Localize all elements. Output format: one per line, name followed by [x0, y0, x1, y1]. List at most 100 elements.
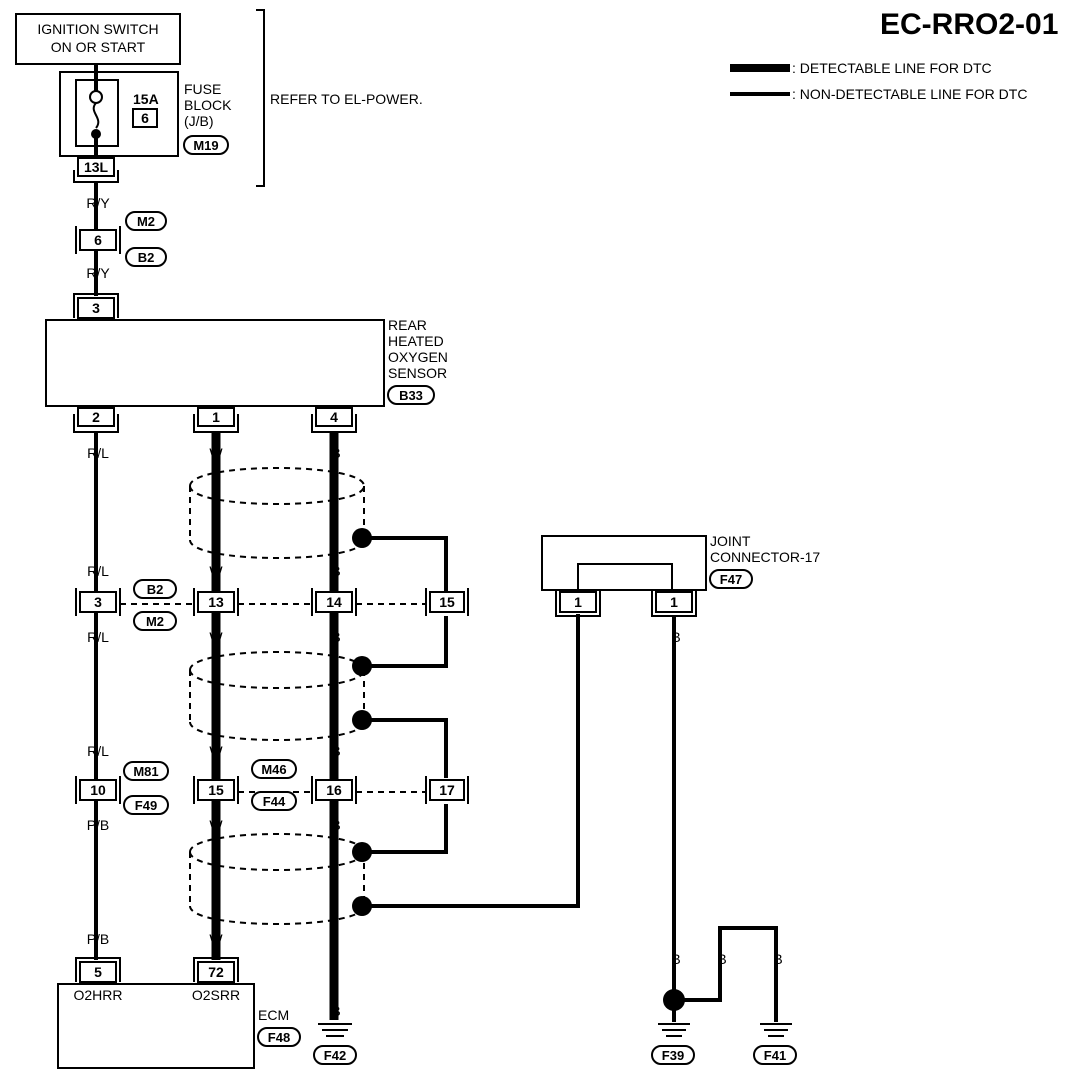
- joint-pin-b: 1: [670, 594, 678, 610]
- row1-bottom: M2: [146, 614, 164, 629]
- row2-left-bottom-oval: [123, 795, 169, 815]
- wire-b-label-1: B: [331, 445, 340, 461]
- fuse-number-box: [132, 108, 158, 128]
- wire-ry-label-bottom: R/Y: [86, 265, 110, 281]
- sensor-connector: B33: [399, 388, 423, 403]
- sensor-connector-oval: [387, 385, 435, 405]
- sensor-pin-4: 4: [330, 409, 338, 425]
- row2-pin-w: 15: [208, 782, 224, 798]
- row2-left-top: M81: [133, 764, 158, 779]
- conn-m2-bracket: [75, 226, 121, 254]
- refer-bracket: [256, 9, 265, 187]
- joint-connector-oval: [709, 569, 753, 589]
- shield-1-drain-wire: [362, 536, 448, 600]
- ecm-pin-5-box: [79, 961, 117, 983]
- ground-f41-label: F41: [764, 1048, 786, 1063]
- fuse-element-icon: [92, 102, 100, 129]
- wire-w-label-4: W: [209, 743, 223, 759]
- ground-f42-icon: [318, 1023, 352, 1037]
- wire-pb-label-2: P/B: [87, 931, 110, 947]
- ground-f41-oval: [753, 1045, 797, 1065]
- legend-nondetectable-label: : NON-DETECTABLE LINE FOR DTC: [792, 86, 1027, 102]
- wire-ground-f41: [674, 926, 778, 1022]
- joint-pin-a-bracket: [555, 590, 601, 617]
- fuse-number: 6: [141, 110, 149, 126]
- wire-w-label-6: W: [209, 931, 223, 947]
- ecm-pin-72-bracket: [193, 957, 239, 982]
- row1-pin-b: 14: [326, 594, 342, 610]
- row2-connectors: [75, 776, 469, 804]
- joint-pin-a-box: [559, 591, 597, 613]
- ecm-name-o2srr: O2SRR: [192, 987, 240, 1003]
- wire-b-label-3: B: [331, 629, 340, 645]
- sensor-pin-1-box: [197, 407, 235, 427]
- ecm-box: [57, 983, 255, 1069]
- sensor-line2: HEATED: [388, 333, 444, 349]
- ground-f42-oval: [313, 1045, 357, 1065]
- fuse-terminal: 13L: [84, 159, 109, 175]
- wire-b-label-4: B: [331, 743, 340, 759]
- ground-f41-icon: [760, 1023, 792, 1037]
- joint-line1: JOINT: [710, 533, 751, 549]
- wire-rl-label-4: R/L: [87, 743, 109, 759]
- row1-pin-rl: 3: [94, 594, 102, 610]
- wire-joint-b-label-2: B: [671, 951, 680, 967]
- ground-f39-icon: [658, 1023, 690, 1037]
- row2-left-top-oval: [123, 761, 169, 781]
- wire-w-label-1: W: [209, 445, 223, 461]
- fuse-top-terminal: [89, 90, 103, 104]
- row1-pin-w: 13: [208, 594, 224, 610]
- row2-mid-top-oval: [251, 759, 297, 779]
- sensor-pin-top-box: [77, 297, 115, 319]
- conn-m2-bottom-oval: [125, 247, 167, 267]
- refer-text: REFER TO EL-POWER.: [270, 91, 423, 107]
- wire-w-label-5: W: [209, 817, 223, 833]
- wire-f41-label-1: B: [717, 951, 726, 967]
- wire-w-label-2: W: [209, 563, 223, 579]
- ground-f39-label: F39: [662, 1048, 684, 1063]
- wire-b-label-6: B: [331, 1003, 340, 1019]
- joint-connector-bridge: [577, 563, 673, 592]
- wire-f41-label-2: B: [773, 951, 782, 967]
- conn-m2-top-oval: [125, 211, 167, 231]
- ecm-pin-72-box: [197, 961, 235, 983]
- fuse-amps: 15A: [133, 91, 159, 107]
- row1-pin-shield: 15: [439, 594, 455, 610]
- wire-rl-label-1: R/L: [87, 445, 109, 461]
- joint-connector-box: [541, 535, 707, 591]
- shield-3-drain-wire-a: [362, 804, 448, 854]
- ecm-name-o2hrr: O2HRR: [73, 987, 122, 1003]
- sensor-pin-2: 2: [92, 409, 100, 425]
- ignition-line2: ON OR START: [51, 39, 146, 55]
- fuse-connector-oval: [183, 135, 229, 155]
- joint-pin-a: 1: [574, 594, 582, 610]
- conn-m2-bottom: B2: [138, 250, 155, 265]
- fuse-connector: M19: [193, 138, 218, 153]
- wire-b-label-2: B: [331, 563, 340, 579]
- row1-connectors: [75, 588, 469, 616]
- sensor-line3: OXYGEN: [388, 349, 448, 365]
- row2-pin-b: 16: [326, 782, 342, 798]
- ecm-connector-oval: [257, 1027, 301, 1047]
- wire-rl-label-3: R/L: [87, 629, 109, 645]
- row2-left-bottom: F49: [135, 798, 157, 813]
- wire-pb-label-1: P/B: [87, 817, 110, 833]
- sensor-line1: REAR: [388, 317, 427, 333]
- wire-w-label-3: W: [209, 629, 223, 645]
- sensor-pin-top: 3: [92, 300, 100, 316]
- fuse-label1: FUSE: [184, 81, 221, 97]
- sensor-box: [45, 319, 385, 407]
- shield-2: [189, 651, 365, 741]
- wire-b-label-5: B: [331, 817, 340, 833]
- row2-pin-pb: 10: [90, 782, 106, 798]
- sensor-top-bracket: [73, 293, 119, 318]
- ignition-switch-box: [15, 13, 181, 65]
- row2-mid-bottom-oval: [251, 791, 297, 811]
- shield-3-to-joint-wire: [362, 614, 580, 908]
- ecm-pin-5: 5: [94, 964, 102, 980]
- conn-m2-top: M2: [137, 214, 155, 229]
- ground-f42-label: F42: [324, 1048, 346, 1063]
- conn-m2-box: [79, 229, 117, 251]
- fuse-terminal-box: [77, 157, 115, 177]
